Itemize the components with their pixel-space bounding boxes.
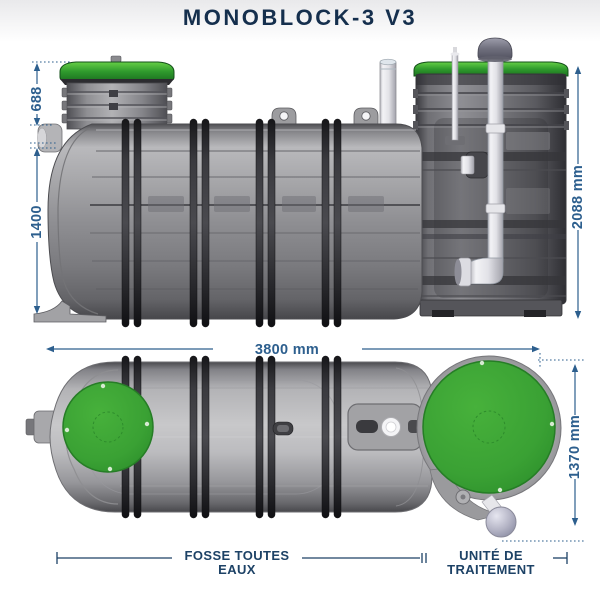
dim-tank-height: 1400 — [29, 205, 45, 238]
septic-lid-plan — [62, 381, 154, 473]
treatment-unit-plan — [416, 355, 562, 538]
handle-detail — [272, 421, 294, 436]
inlet-socket — [460, 151, 489, 179]
riser-and-lid — [59, 55, 175, 130]
page-title: MONOBLOCK-3 V3 — [183, 5, 417, 30]
background-top-fade — [0, 0, 600, 42]
label-septic-tank-line2: EAUX — [218, 562, 256, 577]
treatment-unit-side — [407, 37, 569, 317]
footer-labels: FOSSE TOUTES EAUX UNITÉ DE TRAITEMENT — [56, 548, 568, 577]
dimension-1400: 1400 — [29, 147, 56, 314]
tank-connector-plan — [347, 403, 423, 451]
treatment-lid-plan — [422, 360, 556, 494]
dimension-1370: 1370 mm — [502, 359, 585, 542]
label-treatment-unit-line2: TRAITEMENT — [447, 562, 535, 577]
sampling-rod — [445, 47, 465, 145]
inspection-pipe — [379, 58, 397, 128]
vent-pipe — [454, 37, 513, 287]
plan-view: 1370 mm — [25, 355, 585, 542]
tank-ribs — [121, 118, 342, 328]
dim-treatment-width: 1370 mm — [567, 415, 583, 479]
tank-foot — [33, 300, 107, 323]
dim-overall-length: 3800 mm — [255, 342, 319, 358]
dimension-688: 688 — [29, 61, 70, 144]
dim-overall-height: 2088 mm — [570, 165, 586, 229]
label-treatment-unit-line1: UNITÉ DE — [459, 548, 523, 563]
inlet-stub — [37, 123, 63, 153]
dimension-3800: 3800 mm — [46, 342, 541, 367]
dimension-2088: 2088 mm — [570, 66, 586, 319]
side-view: 688 1400 2088 mm — [29, 37, 586, 328]
riser-tabs — [61, 87, 173, 124]
septic-tank-side — [33, 107, 423, 328]
vent-cap-icon — [477, 37, 513, 62]
label-septic-tank-line1: FOSSE TOUTES — [185, 548, 290, 563]
lifting-lugs — [271, 107, 379, 127]
vent-ball-plan — [485, 506, 517, 538]
dim-riser-height: 688 — [29, 86, 45, 111]
